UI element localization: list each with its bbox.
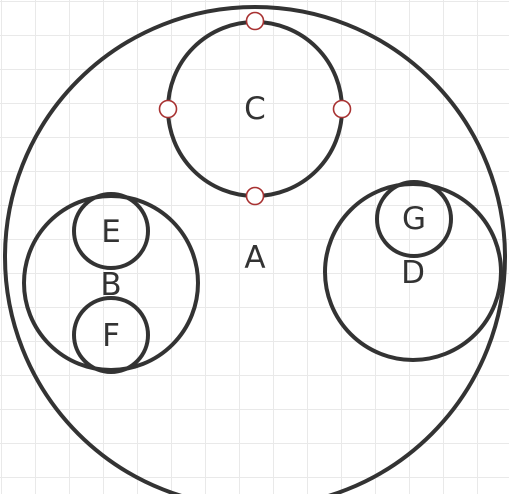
circle-f-label: F [102, 318, 120, 354]
circle-c-label: C [244, 91, 266, 127]
resize-handle-right[interactable] [332, 99, 352, 119]
resize-handle-left[interactable] [158, 99, 178, 119]
resize-handle-bottom[interactable] [245, 186, 265, 206]
circle-e[interactable] [72, 192, 150, 270]
circle-b-label: B [100, 267, 121, 303]
resize-handle-top[interactable] [245, 11, 265, 31]
circle-a-label: A [244, 240, 265, 276]
circle-a[interactable] [3, 5, 507, 494]
circle-f[interactable] [72, 296, 150, 374]
circle-d-label: D [401, 255, 425, 291]
circle-g-label: G [402, 201, 426, 237]
circle-g[interactable] [375, 180, 453, 258]
circle-e-label: E [101, 214, 121, 250]
